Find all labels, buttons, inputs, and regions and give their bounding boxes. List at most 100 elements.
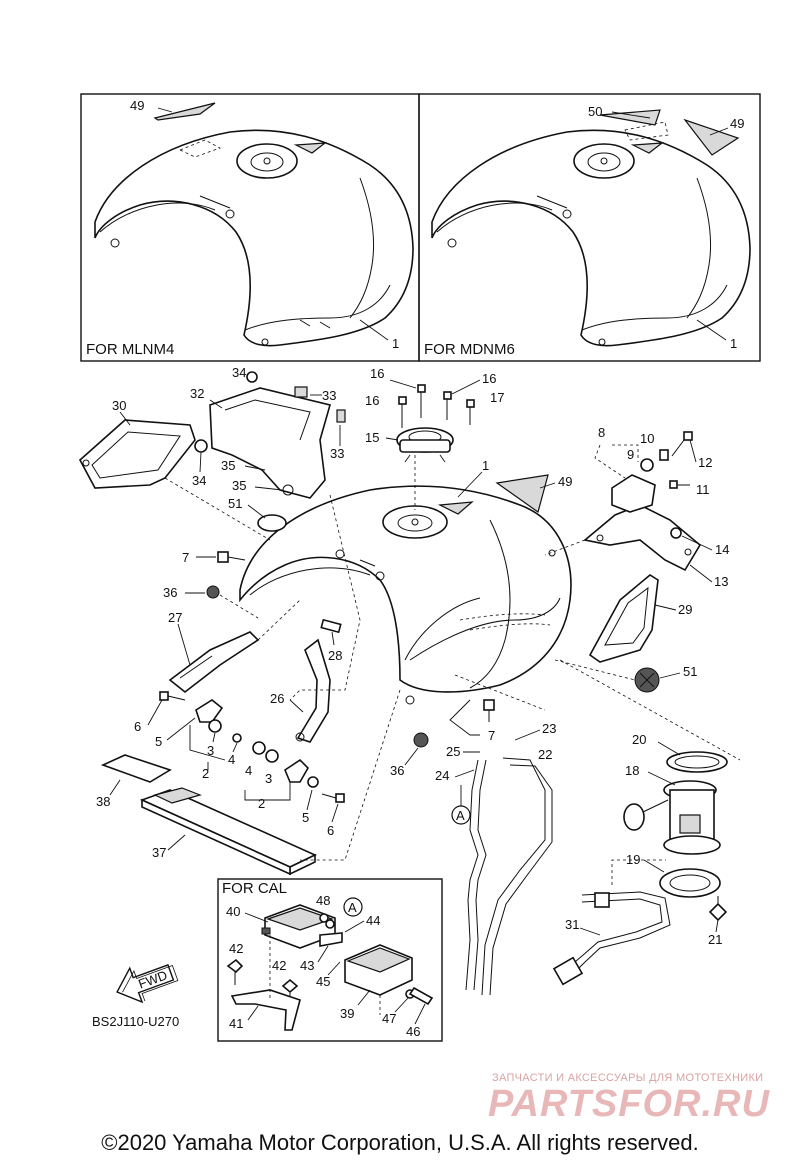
- pad-28: [320, 618, 342, 634]
- fwd-arrow-icon: FWD: [116, 964, 179, 1004]
- callout-7: 7: [488, 728, 495, 743]
- callout-3: 3: [207, 743, 214, 758]
- callout-49: 49: [730, 116, 744, 131]
- circle-a-hose: A: [451, 805, 471, 825]
- callout-6: 6: [327, 823, 334, 838]
- watermark-subtitle: ЗАПЧАСТИ И АКСЕССУАРЫ ДЛЯ МОТОТЕХНИКИ: [492, 1072, 764, 1084]
- bracket-26: [295, 638, 331, 743]
- callout-49: 49: [130, 98, 144, 113]
- callout-14: 14: [715, 542, 729, 557]
- circle-a-cal: A: [343, 897, 363, 917]
- canister-bracket-32: [209, 371, 346, 499]
- circle-a-label: A: [456, 808, 465, 823]
- callout-43: 43: [300, 958, 314, 973]
- circle-a-label: A: [348, 900, 357, 915]
- callout-39: 39: [340, 1006, 354, 1021]
- fuel-pump-gasket-20: [666, 751, 728, 773]
- inset-label-mdnm6: FOR MDNM6: [424, 341, 515, 358]
- callout-18: 18: [625, 763, 639, 778]
- inset-box-mlnm4: FOR MLNM4 49 1: [80, 93, 420, 362]
- callout-11: 11: [696, 482, 710, 497]
- callout-19: 19: [626, 852, 640, 867]
- fuel-tank-main: [239, 474, 572, 705]
- fitting-48: [319, 913, 335, 929]
- callout-42: 42: [272, 958, 286, 973]
- callout-36: 36: [163, 585, 177, 600]
- callout-13: 13: [714, 574, 728, 589]
- callout-5: 5: [302, 810, 309, 825]
- callout-8: 8: [598, 425, 605, 440]
- callout-1: 1: [392, 336, 399, 351]
- callout-33: 33: [330, 446, 344, 461]
- canister-39: [344, 944, 413, 996]
- callout-28: 28: [328, 648, 342, 663]
- callout-44: 44: [366, 913, 380, 928]
- callout-16: 16: [482, 371, 496, 386]
- callout-9: 9: [627, 447, 634, 462]
- inset-box-cal: FOR CAL 40 48 A 44 43 39 45: [217, 878, 443, 1042]
- callout-30: 30: [112, 398, 126, 413]
- callout-38: 38: [96, 794, 110, 809]
- bolt-21: [708, 896, 728, 922]
- callout-22: 22: [538, 747, 552, 762]
- inset-label-cal: FOR CAL: [222, 880, 287, 897]
- fuel-hose-31: [552, 891, 671, 986]
- fuel-tank-mdnm6: [431, 109, 751, 347]
- callout-15: 15: [365, 430, 379, 445]
- callout-36: 36: [390, 763, 404, 778]
- bracket-41: [230, 989, 301, 1031]
- callout-42: 42: [229, 941, 243, 956]
- callout-50: 50: [588, 104, 602, 119]
- callout-47: 47: [382, 1011, 396, 1026]
- callout-7: 7: [182, 550, 189, 565]
- fuel-pump-18: [623, 780, 721, 855]
- fuel-tank-mlnm4: [94, 102, 414, 347]
- callout-51: 51: [228, 496, 242, 511]
- callout-25: 25: [446, 744, 460, 759]
- callout-35: 35: [221, 458, 235, 473]
- callout-33: 33: [322, 388, 336, 403]
- callout-6: 6: [134, 719, 141, 734]
- callout-26: 26: [270, 691, 284, 706]
- fuel-pump-plate-19: [659, 868, 721, 898]
- callout-48: 48: [316, 893, 330, 908]
- damper-set-center: [252, 741, 345, 803]
- bolt-7-left: [217, 551, 246, 563]
- callout-49: 49: [558, 474, 572, 489]
- callout-2: 2: [258, 796, 265, 811]
- callout-5: 5: [155, 734, 162, 749]
- hose-46: [408, 986, 434, 1006]
- callout-23: 23: [542, 721, 556, 736]
- callout-31: 31: [565, 917, 579, 932]
- callout-4: 4: [245, 763, 252, 778]
- hose-43: [319, 932, 343, 947]
- callout-20: 20: [632, 732, 646, 747]
- diagram-code: BS2J110-U270: [92, 1014, 179, 1029]
- o-ring-51: [257, 514, 287, 532]
- bolts-8-12: [640, 431, 693, 539]
- callout-24: 24: [435, 768, 449, 783]
- callout-4: 4: [228, 752, 235, 767]
- damper-36: [206, 585, 220, 599]
- bolt-42-right: [281, 978, 299, 1002]
- bolt-42-left: [226, 958, 244, 985]
- hose-24-22: [465, 757, 553, 996]
- callout-12: 12: [698, 455, 712, 470]
- canister-40: [261, 904, 336, 949]
- callout-16: 16: [370, 366, 384, 381]
- pad-38: [100, 754, 172, 783]
- grommet-51: [634, 667, 660, 693]
- pad-37: [139, 787, 317, 876]
- callout-21: 21: [708, 932, 722, 947]
- callout-35: 35: [232, 478, 246, 493]
- callout-45: 45: [316, 974, 330, 989]
- callout-51: 51: [683, 664, 697, 679]
- callout-34: 34: [192, 473, 206, 488]
- callout-29: 29: [678, 602, 692, 617]
- callout-27: 27: [168, 610, 182, 625]
- callout-41: 41: [229, 1016, 243, 1031]
- callout-3: 3: [265, 771, 272, 786]
- bolt-7-center: [483, 699, 495, 722]
- callout-10: 10: [640, 431, 654, 446]
